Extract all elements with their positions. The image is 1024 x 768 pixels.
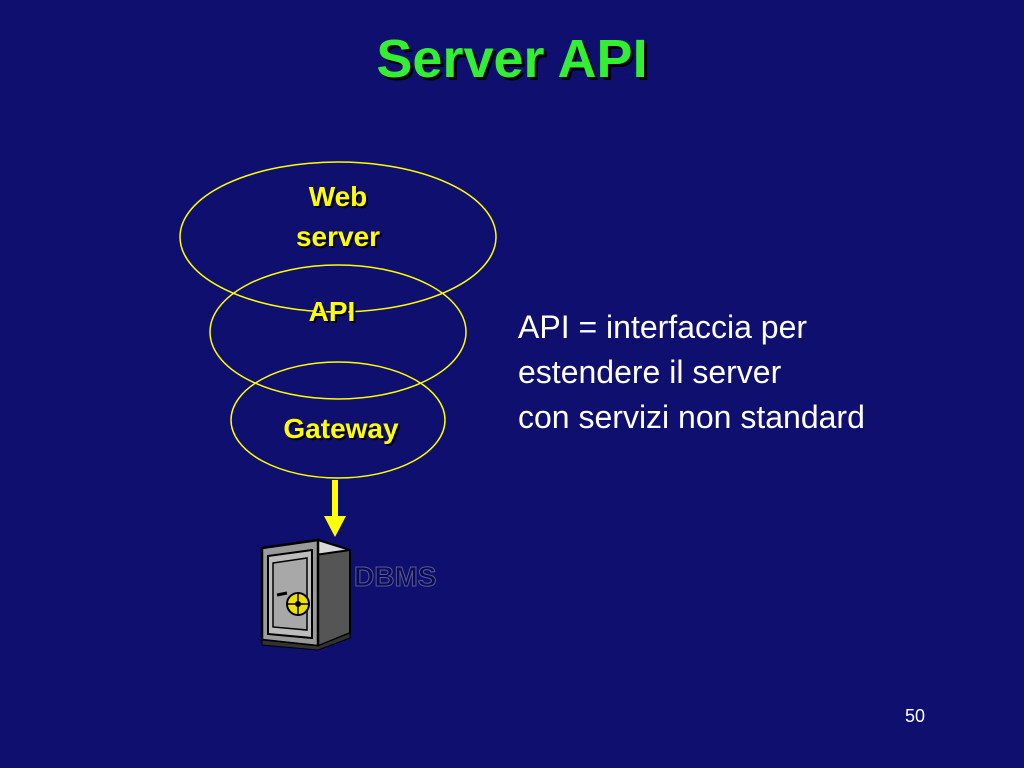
svg-text:Gateway: Gateway (285, 415, 401, 446)
svg-text:server: server (296, 221, 380, 252)
svg-text:Gateway: Gateway (283, 413, 399, 444)
gateway-ellipse (230, 361, 446, 479)
description-line: con servizi non standard (518, 399, 865, 435)
svg-text:API: API (309, 296, 356, 327)
svg-text:API: API (311, 298, 358, 329)
description-line: estendere il server (518, 354, 782, 390)
dbms-label: DBMS (354, 561, 436, 592)
api-ellipse (209, 264, 467, 400)
web-server-ellipse (179, 161, 497, 313)
description-line: API = interfaccia per (518, 309, 808, 345)
slide-title: Server API (376, 29, 648, 89)
svg-text:server: server (298, 223, 382, 254)
gateway-label: Gateway Gateway (283, 413, 401, 446)
web-server-label: Web Web server server (296, 181, 382, 254)
page-number: 50 (905, 706, 926, 726)
api-label: API API (309, 296, 358, 329)
safe-database-icon (260, 538, 351, 651)
api-description: API = interfaccia per estendere il serve… (518, 305, 865, 440)
svg-text:Web: Web (309, 181, 368, 212)
svg-text:Web: Web (311, 183, 370, 214)
arrow-down-icon (324, 480, 346, 537)
